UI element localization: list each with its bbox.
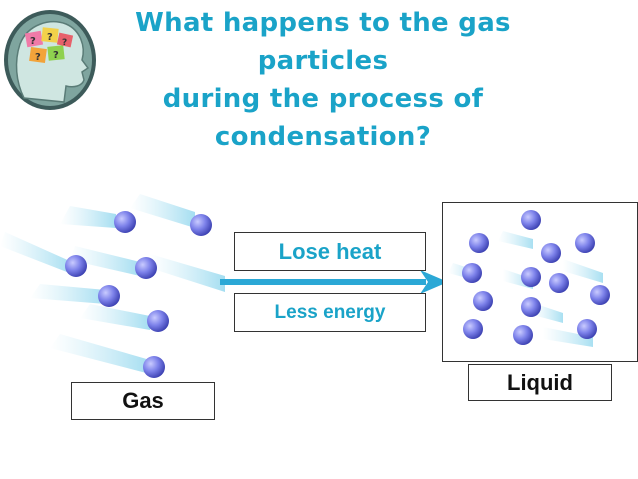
liquid-label: Liquid bbox=[468, 364, 612, 401]
liquid-particle bbox=[590, 285, 610, 305]
head-question-logo-icon: ? ? ? ? ? bbox=[2, 2, 98, 112]
gas-particle bbox=[190, 214, 212, 236]
title-line-2: during the process of bbox=[88, 80, 558, 118]
liquid-particle bbox=[521, 210, 541, 230]
title-line-1: What happens to the gas particles bbox=[88, 4, 558, 80]
liquid-particle bbox=[575, 233, 595, 253]
liquid-particles-illustration bbox=[443, 203, 637, 361]
svg-text:?: ? bbox=[30, 36, 36, 47]
liquid-particle bbox=[513, 325, 533, 345]
gas-particle bbox=[143, 356, 165, 378]
page-title: What happens to the gas particles during… bbox=[88, 4, 558, 156]
gas-particle bbox=[65, 255, 87, 277]
svg-text:?: ? bbox=[47, 32, 53, 43]
liquid-particle bbox=[521, 267, 541, 287]
gas-particle bbox=[98, 285, 120, 307]
liquid-particle bbox=[577, 319, 597, 339]
liquid-particle bbox=[521, 297, 541, 317]
liquid-particle bbox=[549, 273, 569, 293]
gas-particle bbox=[135, 257, 157, 279]
title-line-3: condensation? bbox=[88, 118, 558, 156]
liquid-particle bbox=[473, 291, 493, 311]
liquid-particle bbox=[541, 243, 561, 263]
gas-particle bbox=[147, 310, 169, 332]
svg-text:?: ? bbox=[62, 38, 67, 48]
gas-label: Gas bbox=[71, 382, 215, 420]
liquid-particle bbox=[462, 263, 482, 283]
gas-particle bbox=[114, 211, 136, 233]
gas-particles-illustration bbox=[0, 184, 240, 384]
liquid-particle bbox=[463, 319, 483, 339]
less-energy-label: Less energy bbox=[234, 293, 426, 332]
liquid-container bbox=[442, 202, 638, 362]
svg-text:?: ? bbox=[35, 52, 41, 63]
liquid-particle bbox=[469, 233, 489, 253]
lose-heat-label: Lose heat bbox=[234, 232, 426, 271]
svg-text:?: ? bbox=[53, 50, 59, 61]
